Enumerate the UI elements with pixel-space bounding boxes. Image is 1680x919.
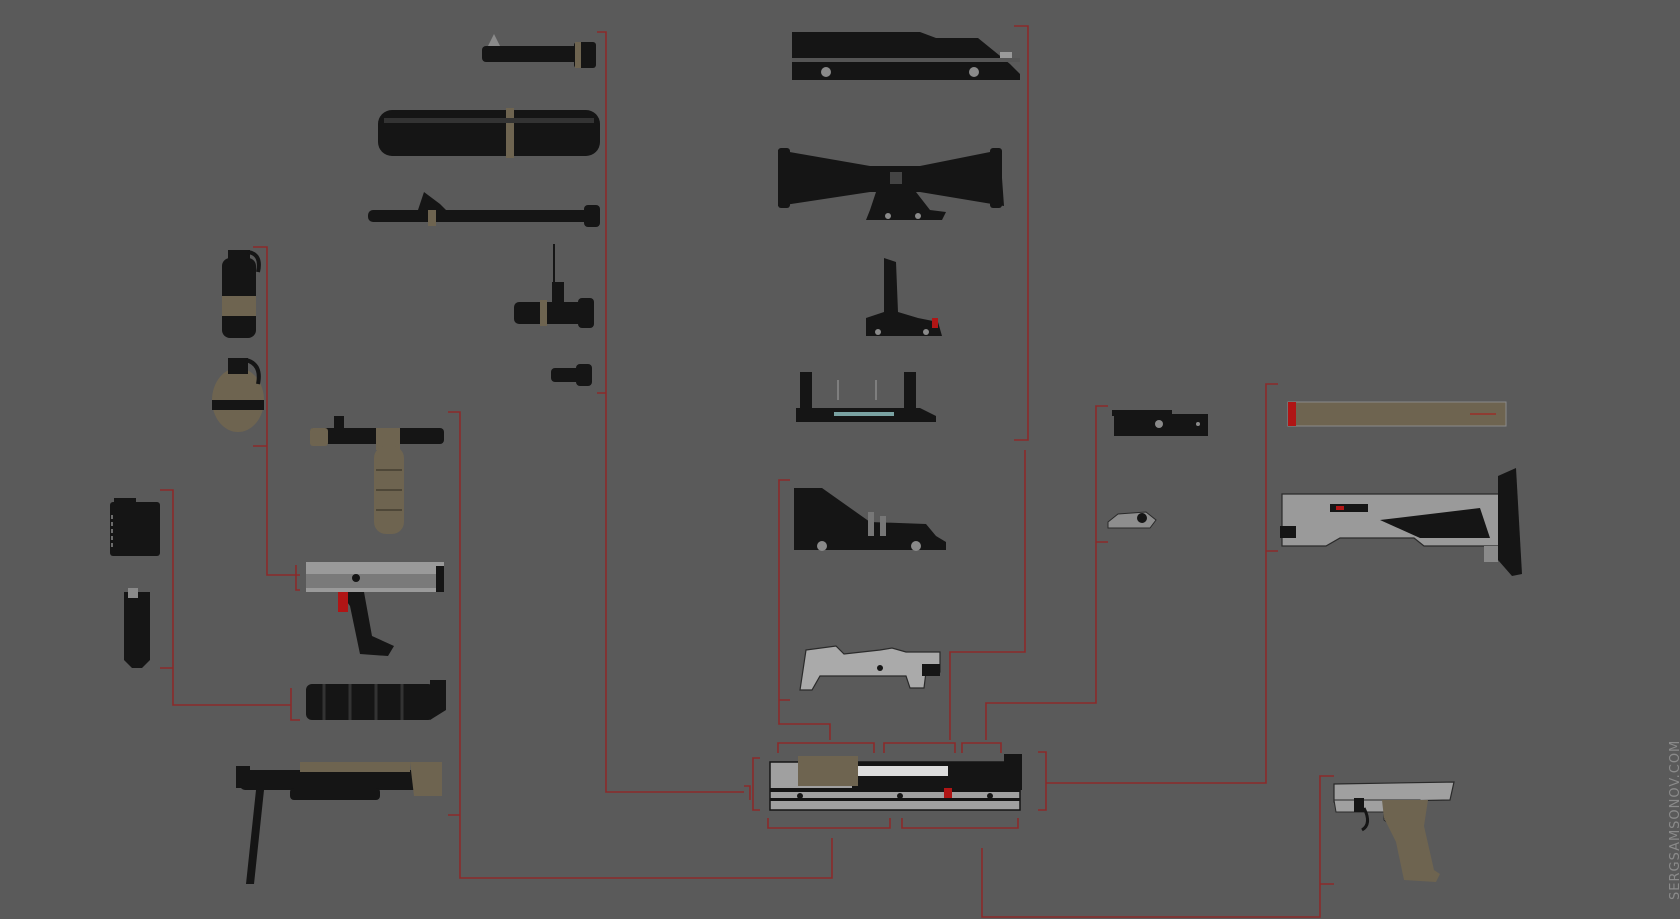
- front-sight-icon: [866, 258, 942, 336]
- barrel-nut-icon: [551, 364, 592, 386]
- connector-receiver-top: [777, 742, 1002, 753]
- connector-lines: [160, 25, 1334, 918]
- scope-icon: [778, 148, 1004, 220]
- top-cover-icon: [792, 32, 1020, 80]
- rear-sight-icon: [1112, 410, 1208, 436]
- suppressor-icon: [378, 108, 600, 158]
- connector-top-group: [949, 25, 1029, 740]
- connector-magazines: [160, 489, 300, 721]
- grenade-launcher-icon: [306, 562, 444, 656]
- rail-mount-icon: [796, 372, 936, 422]
- box-magazine-icon: [110, 498, 160, 556]
- round-grenade-icon: [212, 358, 264, 432]
- connector-foregrips: [448, 411, 833, 879]
- short-barrel-icon: [514, 244, 594, 328]
- stock-pad-icon: [1287, 401, 1507, 427]
- stick-magazine-icon: [124, 588, 150, 668]
- long-barrel-icon: [368, 192, 600, 227]
- receiver-icon: [769, 754, 1022, 811]
- handguard-icon: [306, 680, 446, 720]
- watermark-text: SERGSAMSONOV.COM: [1668, 739, 1680, 900]
- rear-block-icon: [794, 488, 946, 551]
- connector-receiver-sides: [752, 751, 1047, 811]
- connector-grenades: [253, 246, 300, 591]
- connector-pistol-lower: [981, 775, 1334, 918]
- connector-rear-sight: [985, 405, 1108, 740]
- trigger-group-icon: [799, 645, 941, 691]
- pistol-grip-icon: [1333, 781, 1455, 882]
- connector-barrel-group: [597, 31, 751, 800]
- connector-mounts: [778, 479, 831, 740]
- frag-grenade-icon: [222, 250, 261, 338]
- connector-stock: [1046, 383, 1278, 784]
- charging-handle-icon: [1107, 511, 1157, 529]
- vertical-foregrip-icon: [310, 416, 444, 534]
- muzzle-brake-icon: [482, 34, 596, 68]
- folding-stock-icon: [1280, 468, 1522, 576]
- connector-receiver-bottom: [767, 818, 1019, 829]
- bipod-icon: [236, 762, 442, 884]
